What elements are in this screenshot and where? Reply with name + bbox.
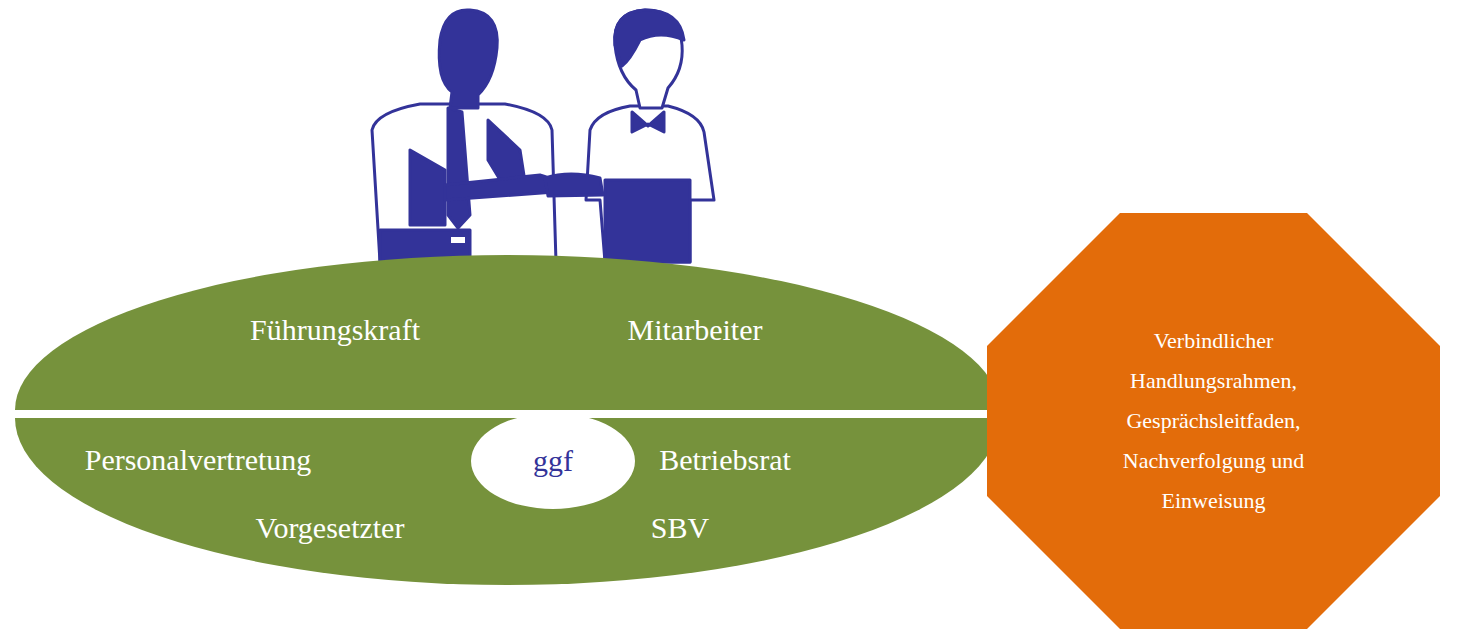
node-label: SBV (651, 511, 709, 545)
octagon-box: Verbindlicher Handlungsrahmen, Gesprächs… (987, 213, 1440, 629)
node-label: Führungskraft (250, 313, 420, 347)
node-label: ggf (533, 444, 573, 478)
box-text: Verbindlicher Handlungsrahmen, Gesprächs… (1109, 321, 1319, 521)
shape-outline (15, 255, 1000, 410)
node-label: Mitarbeiter (628, 313, 763, 347)
node-label: Betriebsrat (659, 443, 791, 477)
ggf-ellipse: ggf (471, 413, 635, 509)
node-label: Personalvertretung (85, 443, 312, 477)
lower-ellipse-half: Personalvertretung BetriebsratVorgesetzte… (15, 418, 1000, 585)
upper-ellipse-half: Führungskraft Mitarbeiter (15, 255, 1000, 410)
node-label: Vorgesetzter (256, 511, 405, 545)
